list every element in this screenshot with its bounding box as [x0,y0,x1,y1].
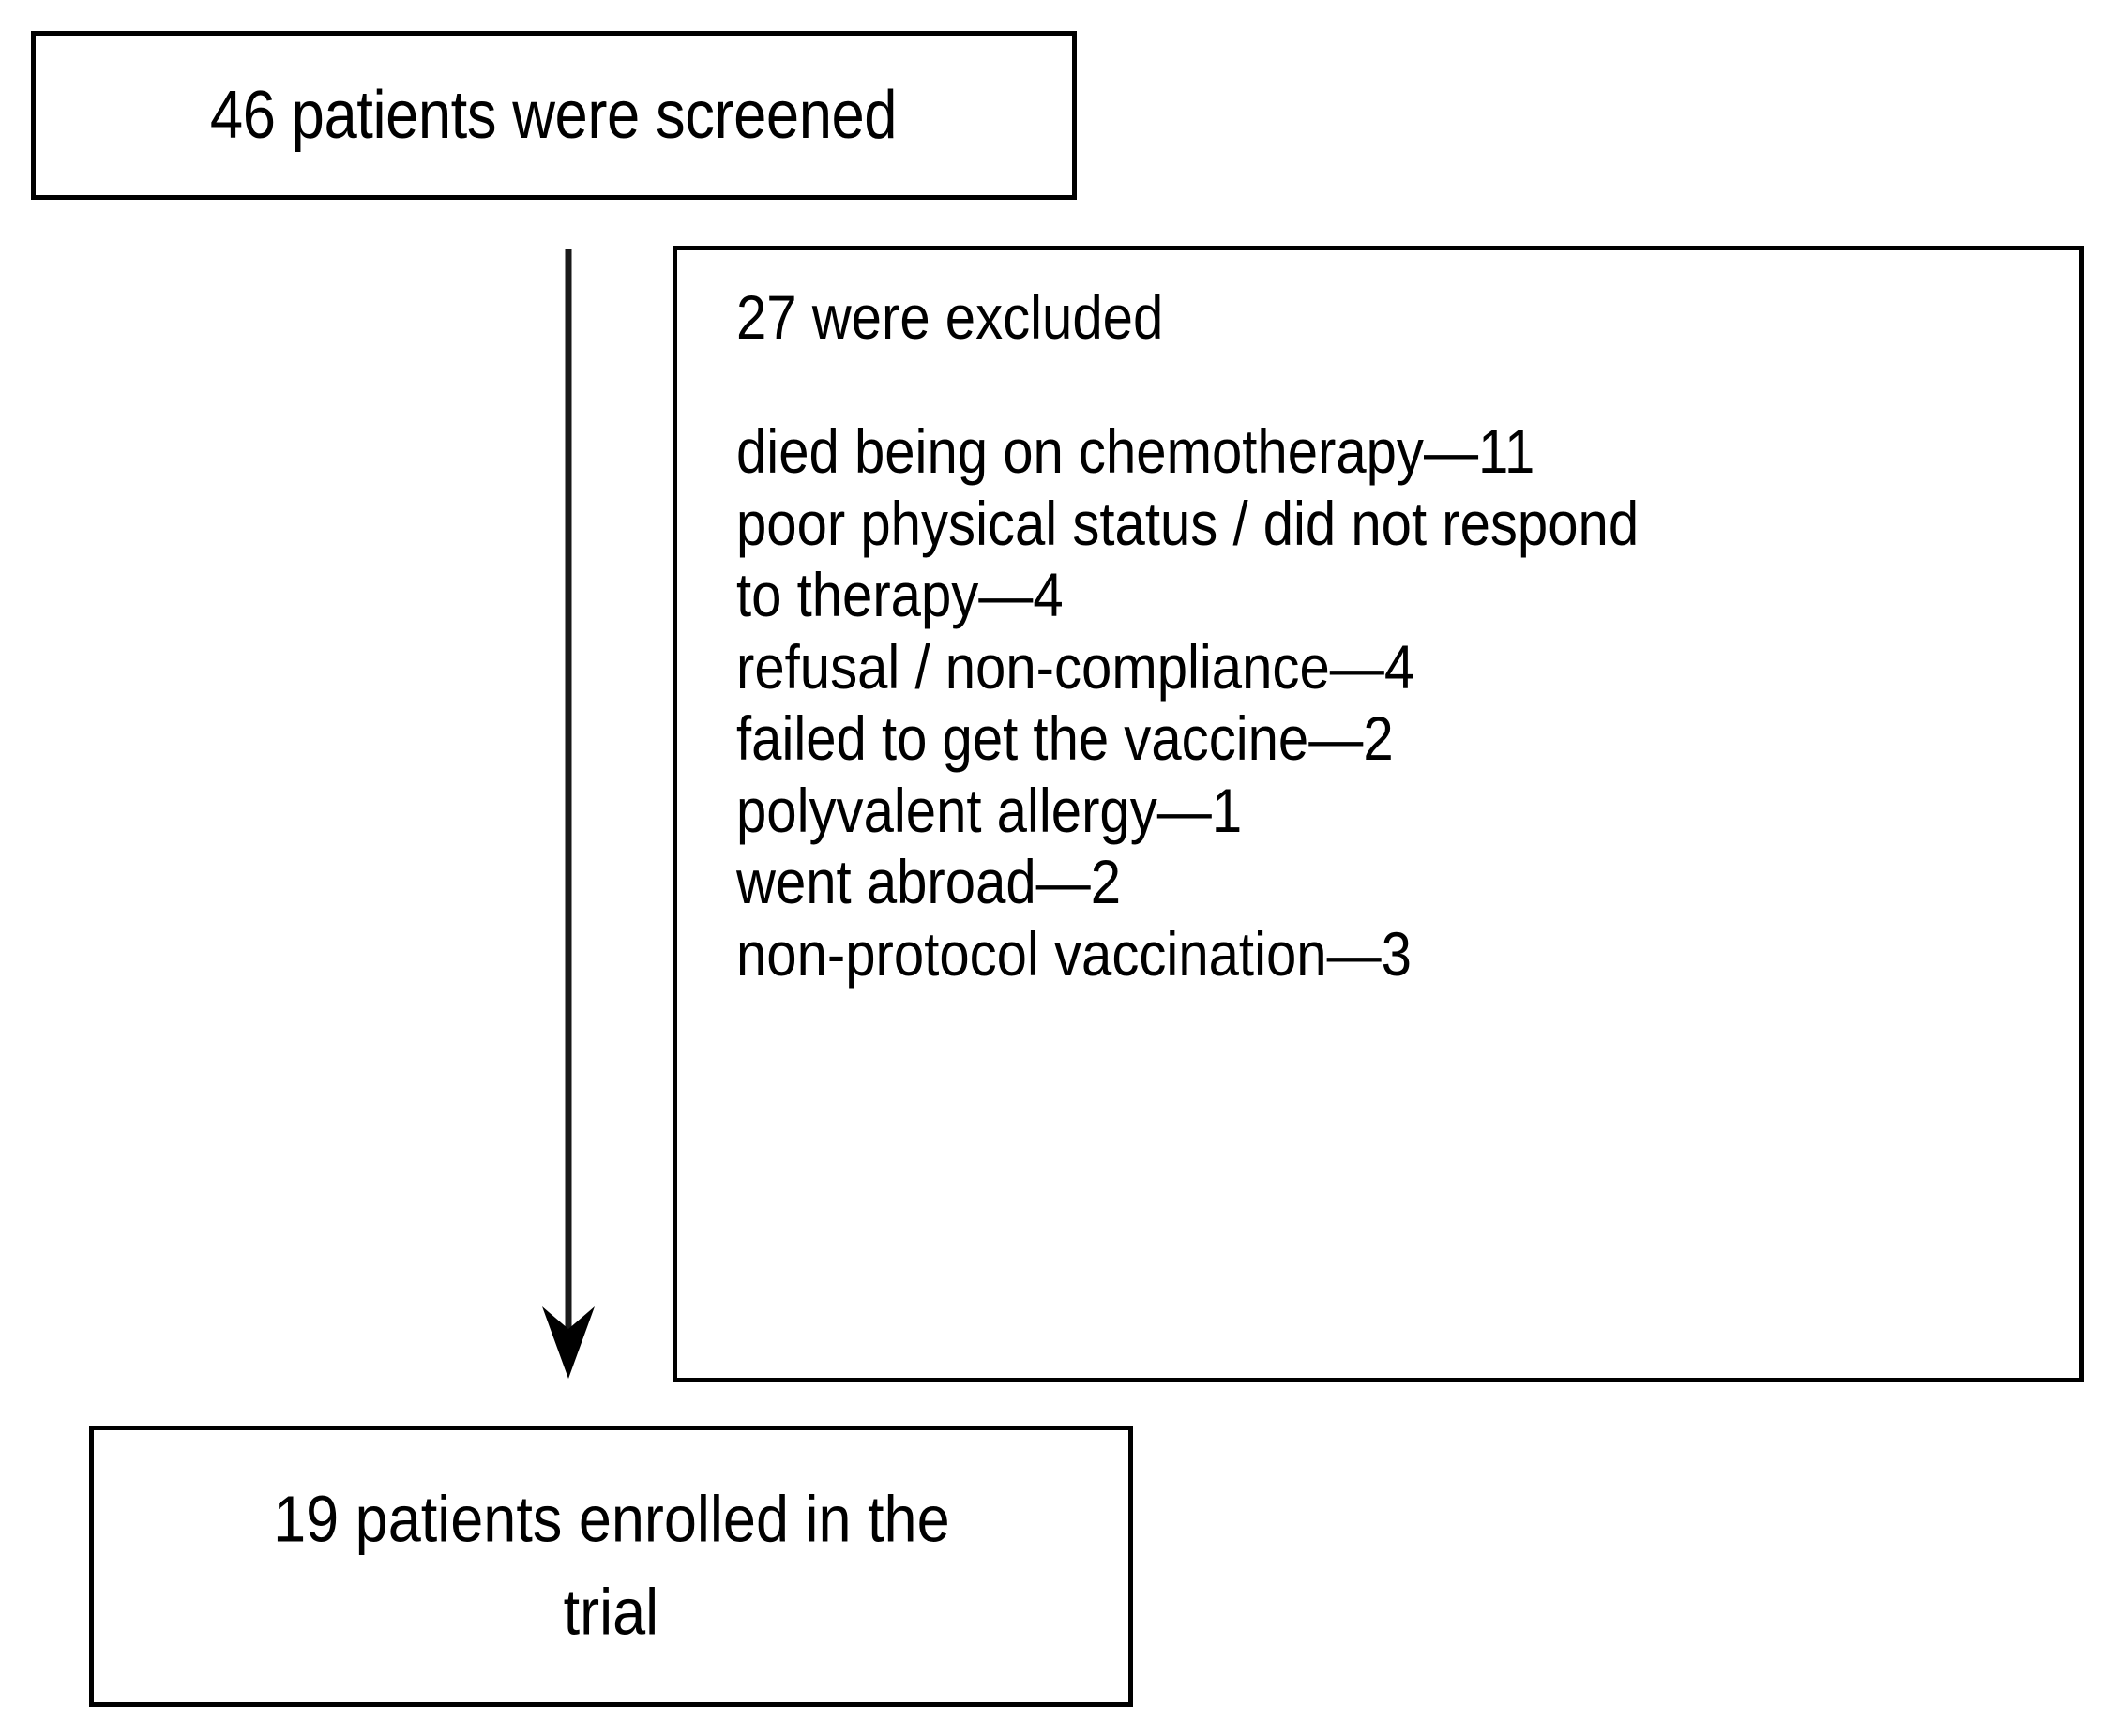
down-arrow [539,249,597,1385]
exclusion-reason-item: polyvalent allergy—1 [736,775,1243,845]
box-patients-screened: 46 patients were screened [31,31,1077,200]
exclusion-reason-item: to therapy—4 [736,560,1064,630]
box-excluded-content: 27 were excluded died being on chemother… [736,286,2061,989]
exclusion-reason-item: refusal / non-compliance—4 [736,631,1415,702]
box-excluded-spacer [736,348,2061,415]
exclusion-reason-item: went abroad—2 [736,847,1122,917]
exclusion-reason-item: poor physical status / did not respond [736,488,1640,558]
box-excluded-heading: 27 were excluded [736,282,1164,352]
exclusion-reason-item: died being on chemotherapy—11 [736,416,1535,486]
exclusion-reason-item: non-protocol vaccination—3 [736,918,1412,989]
box-patients-enrolled: 19 patients enrolled in the trial [89,1426,1133,1707]
box-patients-enrolled-text: 19 patients enrolled in the trial [114,1473,1108,1660]
exclusion-reason-item: failed to get the vaccine—2 [736,703,1394,774]
box-excluded: 27 were excluded died being on chemother… [673,246,2084,1382]
box-patients-enrolled-line1: 19 patients enrolled in the [272,1482,950,1556]
box-patients-screened-text: 46 patients were screened [36,82,1072,149]
down-arrow-icon [542,249,595,1379]
exclusion-reason-list: died being on chemotherapy—11 poor physi… [736,415,2061,989]
box-patients-screened-label: 46 patients were screened [210,78,898,153]
box-patients-enrolled-line2: trial [563,1576,659,1649]
